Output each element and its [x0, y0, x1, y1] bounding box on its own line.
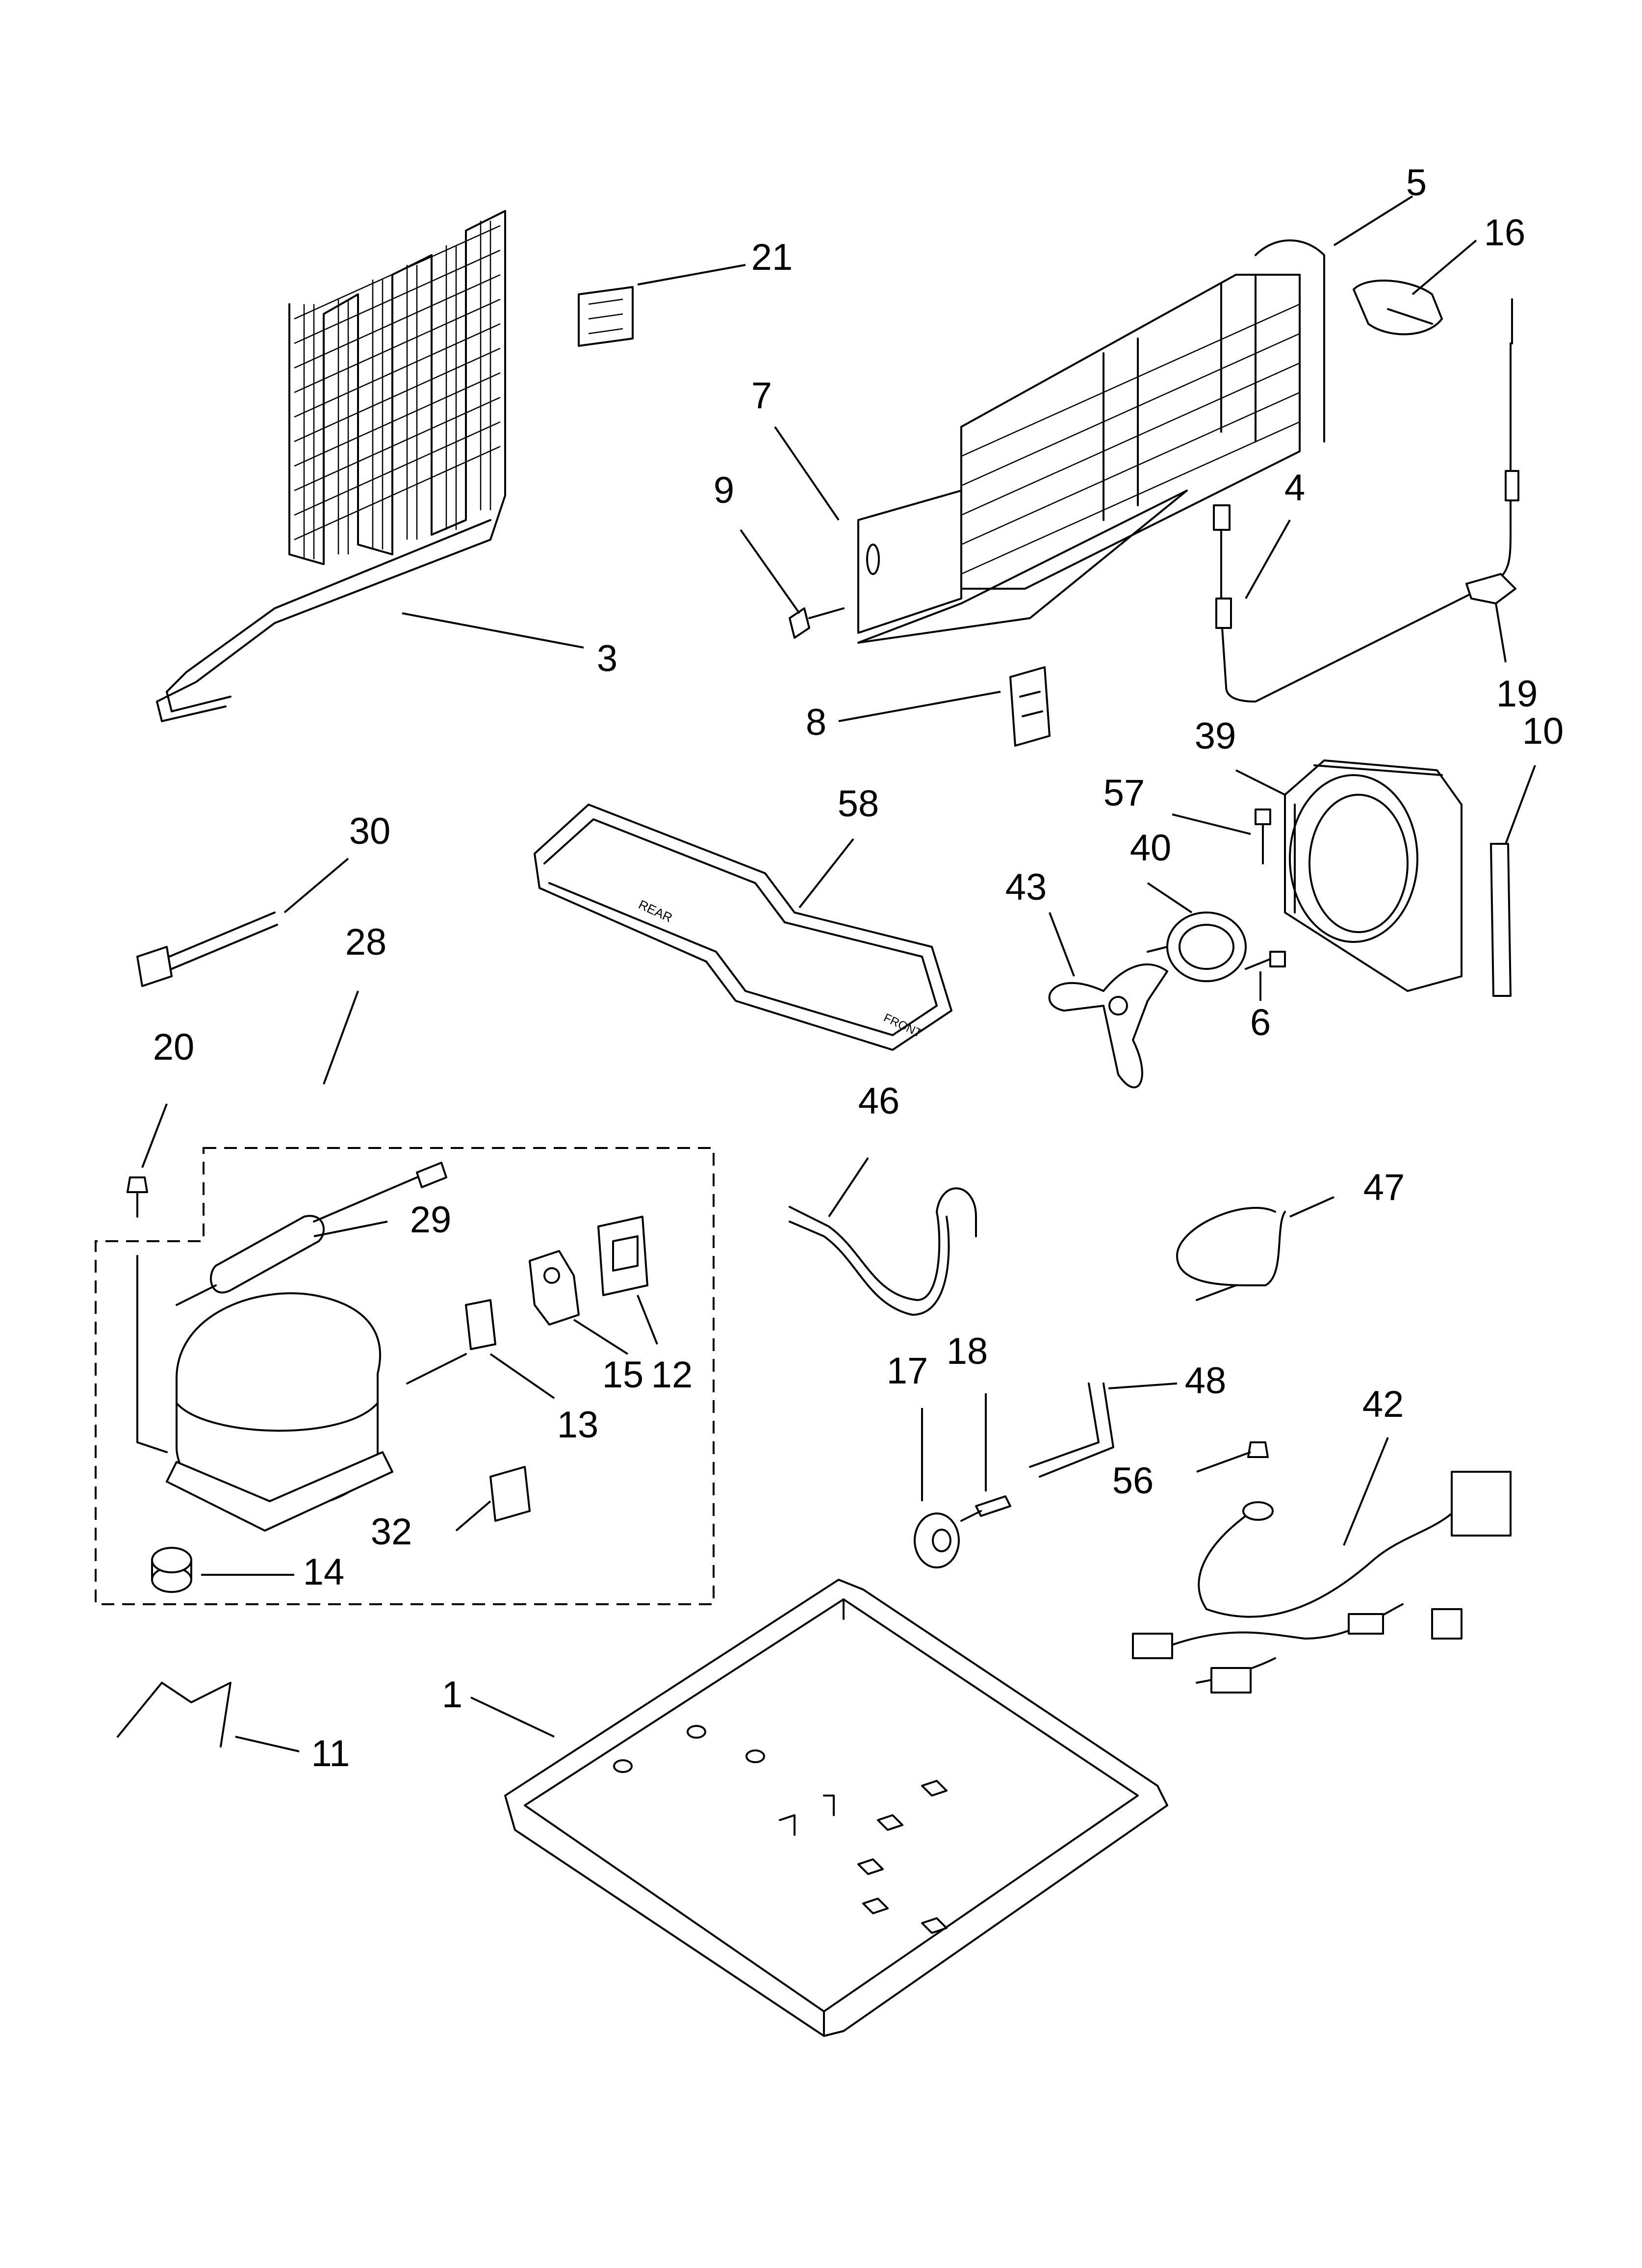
callout-11: 11 — [311, 1733, 350, 1774]
axle — [960, 1495, 1011, 1522]
callout-labels: 1 3 4 5 6 7 8 9 10 11 12 13 14 15 16 17 … — [153, 162, 1564, 1774]
callout-15: 15 — [602, 1354, 644, 1396]
leader-lines — [141, 195, 1536, 1752]
cover-16 — [1353, 279, 1443, 336]
fan-motor — [1147, 912, 1247, 982]
callout-4: 4 — [1284, 467, 1305, 509]
callout-10: 10 — [1522, 710, 1564, 752]
wire-harness — [1132, 1471, 1512, 1694]
callout-43: 43 — [1005, 866, 1047, 908]
callout-18: 18 — [947, 1330, 988, 1372]
cable-tie — [136, 912, 278, 987]
tube-48 — [1029, 1382, 1114, 1478]
callout-42: 42 — [1362, 1383, 1404, 1425]
callout-39: 39 — [1195, 715, 1236, 757]
screw-9 — [789, 607, 845, 639]
overload — [529, 1250, 580, 1326]
callout-21: 21 — [751, 236, 793, 278]
callout-48: 48 — [1185, 1360, 1227, 1402]
fan-shroud — [1284, 759, 1462, 992]
callout-17: 17 — [887, 1350, 928, 1392]
callout-56: 56 — [1112, 1460, 1154, 1502]
relay — [406, 1299, 496, 1384]
callout-5: 5 — [1406, 162, 1427, 204]
callout-29: 29 — [410, 1199, 452, 1241]
callout-6: 6 — [1250, 1002, 1271, 1043]
callout-19: 19 — [1496, 673, 1538, 715]
evaporator-bracket — [857, 490, 962, 634]
insulation-pad — [578, 286, 634, 347]
callout-16: 16 — [1484, 212, 1526, 254]
callout-32: 32 — [371, 1511, 412, 1553]
drain-tray: REAR FRONT — [534, 804, 952, 1051]
callout-28: 28 — [345, 921, 387, 963]
relay-cover — [597, 1216, 648, 1296]
grommet — [151, 1547, 192, 1593]
screw-20 — [127, 1176, 148, 1218]
tube-47 — [1176, 1207, 1286, 1301]
callout-3: 3 — [597, 638, 617, 679]
condenser-coil — [156, 210, 506, 722]
callout-7: 7 — [751, 375, 772, 417]
callout-46: 46 — [858, 1080, 900, 1122]
base-frame — [504, 1579, 1168, 2037]
fan-blade — [1048, 963, 1168, 1089]
strip-10 — [1490, 843, 1512, 997]
evaporator-clip — [1009, 666, 1051, 747]
capacitor — [489, 1466, 531, 1522]
filter-drier — [176, 1162, 447, 1306]
screw-6 — [1245, 951, 1286, 970]
defrost-wire-4 — [1213, 298, 1519, 703]
tube-46 — [789, 1187, 977, 1316]
callout-9: 9 — [714, 469, 734, 511]
clip-19 — [1465, 573, 1516, 604]
roller-wheel — [914, 1512, 960, 1568]
callout-40: 40 — [1130, 827, 1172, 869]
callout-12: 12 — [651, 1354, 693, 1396]
callout-13: 13 — [557, 1404, 599, 1446]
callout-57: 57 — [1103, 772, 1145, 814]
compressor — [136, 1255, 393, 1532]
callout-1: 1 — [442, 1674, 462, 1716]
callout-8: 8 — [806, 702, 826, 743]
callout-14: 14 — [303, 1551, 345, 1593]
callout-20: 20 — [153, 1026, 195, 1068]
screw-57 — [1255, 808, 1271, 864]
callout-30: 30 — [349, 810, 391, 852]
wire-clip — [117, 1682, 231, 1747]
callout-58: 58 — [838, 783, 879, 825]
callout-47: 47 — [1363, 1167, 1405, 1208]
